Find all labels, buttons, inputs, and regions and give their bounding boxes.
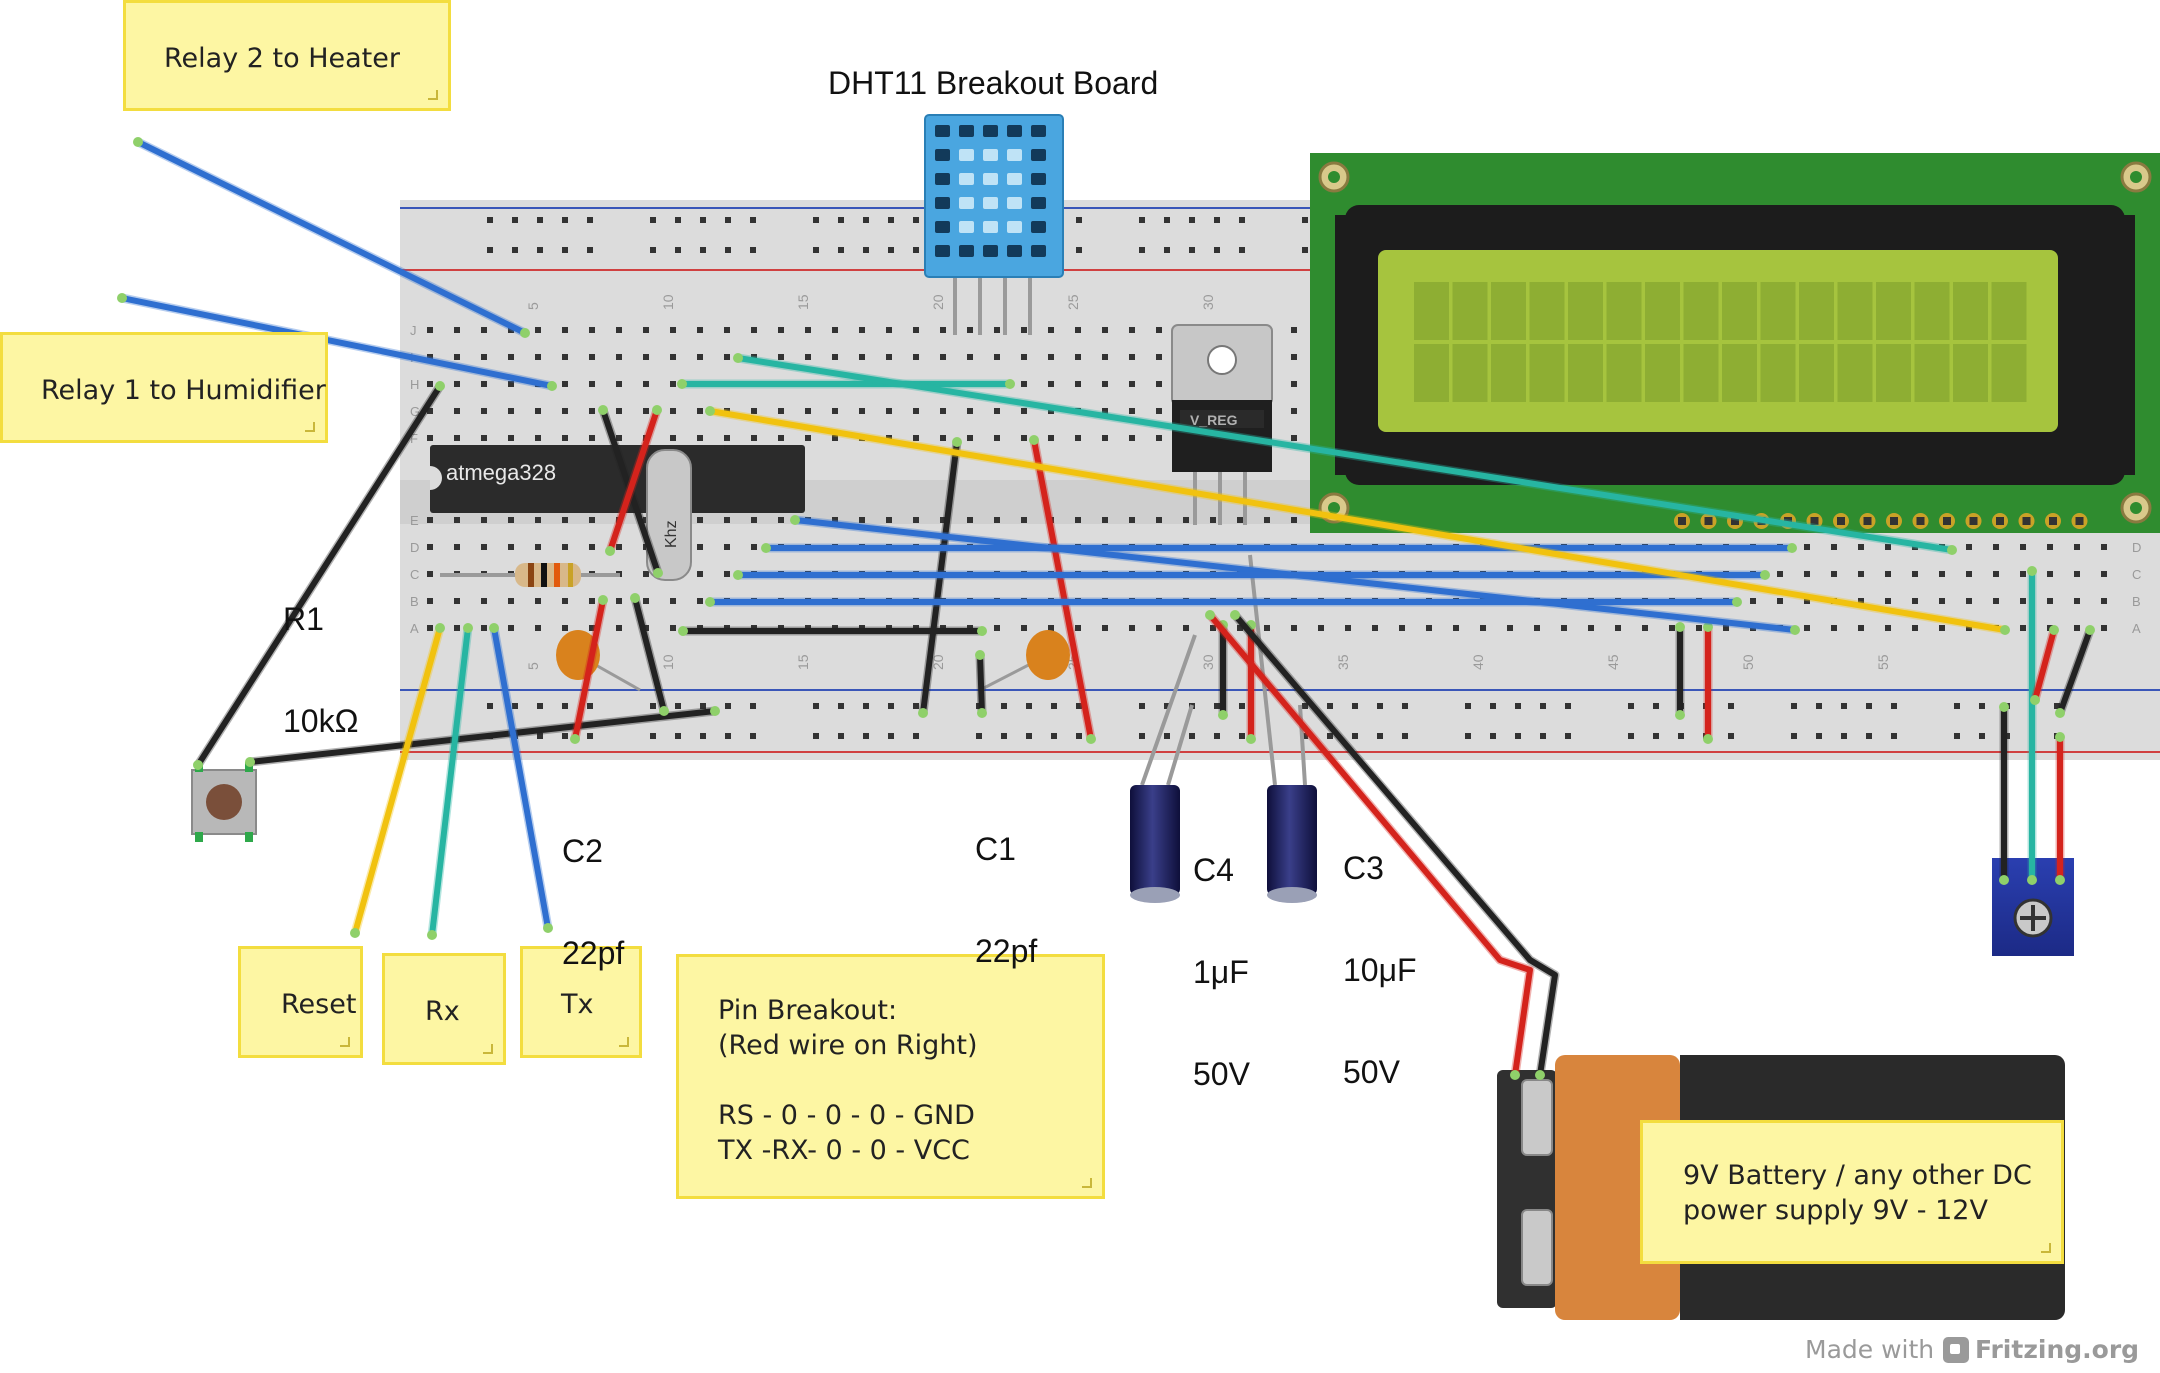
capacitor-c1-body [979, 630, 1070, 692]
row-letter: D [2132, 540, 2141, 555]
made-with-text: Made with [1805, 1335, 1935, 1364]
column-number-top: 20 [930, 294, 946, 310]
column-number-top: 30 [1200, 294, 1216, 310]
wire [429, 625, 471, 938]
fritzing-logo-icon [1943, 1337, 1969, 1363]
row-letter: C [410, 567, 419, 582]
wires [117, 137, 2095, 1080]
crystal: Khz [646, 449, 692, 581]
wire [632, 595, 667, 714]
label-c4: C4 1μF 50V [1193, 852, 1250, 1092]
column-number-bottom: 35 [1335, 654, 1351, 670]
dht11-title: DHT11 Breakout Board [828, 65, 1158, 101]
column-number-bottom: 50 [1740, 654, 1756, 670]
wire [119, 295, 555, 389]
note-reset: Reset [238, 946, 363, 1058]
column-number-bottom: 5 [525, 662, 541, 670]
row-letter: J [410, 323, 417, 338]
column-number-bottom: 30 [1200, 654, 1216, 670]
note-tx: Tx [520, 946, 642, 1058]
column-number-top: 25 [1065, 294, 1081, 310]
label-r1: R1 10kΩ [283, 601, 359, 739]
wire [1207, 612, 1533, 1078]
wire [572, 597, 606, 742]
label-c3: C3 10μF 50V [1343, 850, 1417, 1090]
row-letter: G [410, 404, 420, 419]
column-number-bottom: 10 [660, 654, 676, 670]
column-number-top: 15 [795, 294, 811, 310]
note-relay-1: Relay 1 to Humidifier [0, 332, 328, 443]
row-letter: A [2132, 621, 2141, 636]
chip-label: atmega328 [446, 460, 556, 485]
fritzing-credit: Made with Fritzing.org [1805, 1335, 2160, 1367]
atmega328-chip: atmega328 [430, 445, 805, 513]
column-number-top: 10 [660, 294, 676, 310]
column-number-bottom: 15 [795, 654, 811, 670]
wire [2057, 627, 2093, 716]
row-letter: B [410, 594, 419, 609]
crystal-label: Khz [663, 520, 680, 548]
column-number-top: 5 [525, 302, 541, 310]
column-number-bottom: 20 [930, 654, 946, 670]
label-c1: C1 22pf [975, 831, 1038, 969]
row-letter: F [410, 431, 418, 446]
column-number-bottom: 40 [1470, 654, 1486, 670]
row-letter: C [2132, 567, 2141, 582]
resistor-r1 [440, 563, 620, 587]
row-letter: H [410, 377, 419, 392]
wire [2032, 627, 2057, 703]
fritzing-brand-link[interactable]: Fritzing.org [1975, 1335, 2140, 1364]
reset-pushbutton [191, 762, 257, 842]
wire [247, 708, 718, 765]
wire [1232, 612, 1558, 1078]
wire [735, 355, 1955, 553]
wire [607, 407, 660, 554]
wire [707, 408, 2008, 633]
note-relay-2: Relay 2 to Heater [123, 0, 451, 111]
label-c2: C2 22pf [562, 833, 625, 971]
row-letter: B [2132, 594, 2141, 609]
lcd-header-pins [1674, 513, 2088, 529]
wire [491, 625, 551, 931]
wire [977, 652, 985, 716]
wire [352, 625, 443, 936]
note-battery: 9V Battery / any other DC power supply 9… [1640, 1120, 2064, 1264]
wire [195, 383, 443, 768]
note-rx: Rx [382, 953, 506, 1065]
lcd-display [1310, 153, 2160, 533]
capacitor-c3-body [1248, 554, 1317, 903]
regulator-label: V_REG [1190, 412, 1238, 428]
column-number-bottom: 55 [1875, 654, 1891, 670]
row-letter: E [410, 513, 419, 528]
row-letter: D [410, 540, 419, 555]
column-number-bottom: 45 [1605, 654, 1621, 670]
row-letter: A [410, 621, 419, 636]
dht11-sensor [924, 114, 1064, 335]
wire [1031, 437, 1094, 742]
dht11-vent-grid [935, 125, 1046, 257]
lcd-character-cells [1414, 282, 2027, 402]
capacitor-c4-body [1130, 634, 1197, 903]
wire [135, 139, 528, 336]
note-pin-breakout: Pin Breakout: (Red wire on Right) RS - 0… [676, 954, 1105, 1199]
